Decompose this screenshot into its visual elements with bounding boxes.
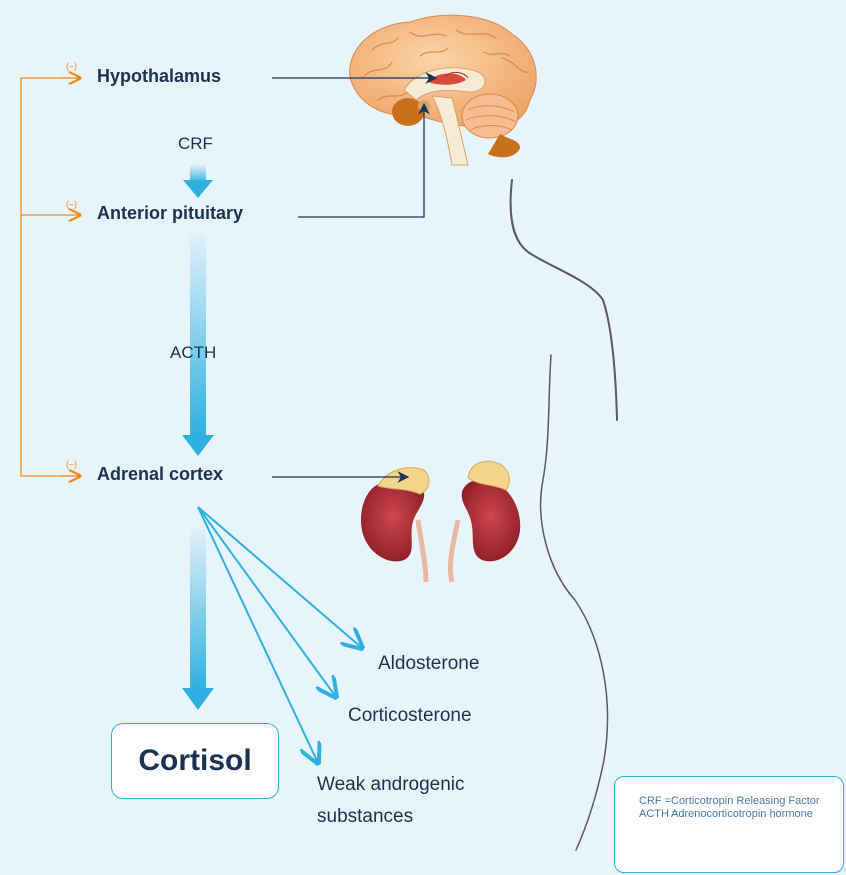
acth-arrow-head [182, 435, 214, 456]
legend-row-crf: CRF = Corticotropin Releasing Factor [639, 795, 835, 808]
crf-label: CRF [178, 134, 213, 154]
feedback-sign-adrenal-cortex: (–) [66, 459, 77, 469]
legend-abbr: ACTH = [639, 808, 671, 821]
legend-desc: Adrenocorticotropin hormone [671, 808, 835, 821]
feedback-loop [21, 78, 80, 476]
flow-arrows [182, 165, 214, 710]
feedback-sign-anterior-pituitary: (–) [66, 199, 77, 209]
cortisol-arrow-head [182, 688, 214, 710]
anterior-pituitary-label: Anterior pituitary [97, 203, 243, 224]
legend-abbr: CRF = [639, 795, 671, 808]
legend-box: CRF = Corticotropin Releasing Factor ACT… [614, 776, 844, 873]
corticosterone-arrow [198, 507, 336, 697]
aldosterone-arrow [198, 507, 362, 648]
cortisol-box: Cortisol [111, 723, 279, 799]
body-silhouette [511, 180, 617, 850]
corticosterone-label: Corticosterone [348, 700, 472, 732]
aldosterone-label: Aldosterone [378, 648, 479, 680]
brain-illustration [350, 15, 537, 165]
legend-desc: Corticotropin Releasing Factor [671, 795, 835, 808]
legend-row-acth: ACTH = Adrenocorticotropin hormone [639, 808, 835, 821]
acth-label: ACTH [170, 343, 216, 363]
connector-arrows [272, 78, 436, 477]
weak-androgenic-label: Weak androgenic substances [317, 769, 465, 833]
weak-androgenic-line2: substances [317, 801, 465, 833]
cortisol-label: Cortisol [138, 744, 251, 778]
weak-androgenic-line1: Weak androgenic [317, 769, 465, 801]
kidneys-illustration [361, 461, 520, 582]
feedback-sign-hypothalamus: (–) [66, 61, 77, 71]
cortisol-arrow-shaft [190, 530, 206, 690]
adrenal-cortex-label: Adrenal cortex [97, 464, 223, 485]
acth-arrow-shaft [190, 236, 206, 436]
hypothalamus-label: Hypothalamus [97, 66, 221, 87]
crf-arrow-head [183, 180, 213, 198]
